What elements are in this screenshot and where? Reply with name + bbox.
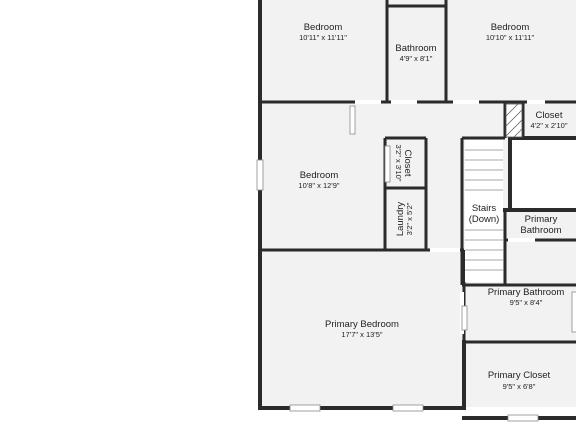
laundry-label: Laundry [395, 202, 406, 237]
bedroom-top-left-size: 10'11" x 11'11" [299, 33, 347, 42]
primary-bathroom-label: Primary Bathroom [488, 287, 565, 298]
closet-right-label: Closet [536, 110, 563, 121]
primary-closet-size: 9'5" x 6'8" [503, 382, 536, 391]
primary-bathroom-size: 9'5" x 8'4" [510, 298, 543, 307]
bathroom-label: Bathroom [395, 43, 436, 54]
bathroom-size: 4'9" x 8'1" [400, 54, 433, 63]
bedroom-top-right-size: 10'10" x 11'11" [486, 33, 535, 42]
windows [256, 105, 576, 422]
closet-right-size: 4'2" x 2'10" [531, 121, 568, 130]
bedroom-top-left-label: Bedroom [304, 22, 343, 33]
bedroom-middle-size: 10'8" x 12'9" [298, 181, 339, 190]
room-fills [260, 0, 576, 407]
primary-bedroom-label: Primary Bedroom [325, 319, 399, 330]
closet-middle-size: 3'2" x 3'10" [394, 145, 403, 182]
stairs-treads [465, 140, 503, 282]
stairs-down-label: (Down) [469, 214, 500, 225]
primary-bathroom-small-label-1: Primary [525, 214, 558, 225]
closet-middle-label: Closet [402, 150, 413, 177]
stairs-label: Stairs [472, 203, 497, 214]
bedroom-middle-label: Bedroom [300, 170, 339, 181]
hatched-shaft [505, 103, 523, 138]
primary-bathroom-small-label-2: Bathroom [520, 225, 561, 236]
primary-bedroom-size: 17'7" x 13'5" [341, 330, 382, 339]
laundry-size: 3'2" x 5'2" [405, 202, 414, 235]
primary-closet-label: Primary Closet [488, 370, 551, 381]
bedroom-top-right-label: Bedroom [491, 22, 530, 33]
room-labels: Bedroom 10'11" x 11'11" Bathroom 4'9" x … [298, 22, 567, 391]
outer-walls [258, 0, 576, 420]
